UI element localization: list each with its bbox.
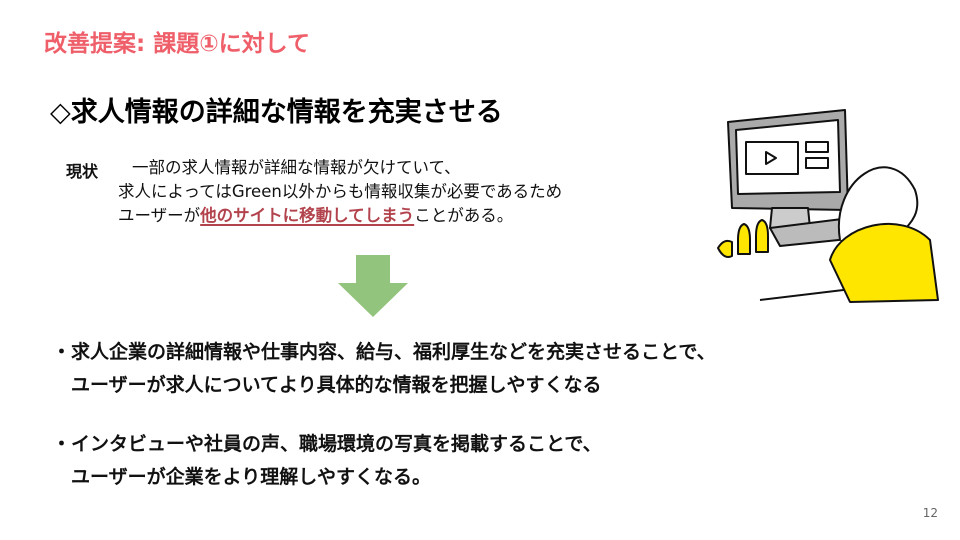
down-arrow-icon: [338, 255, 408, 317]
status-line-3-pre: ユーザーが: [118, 206, 201, 225]
status-line-3-post: ことがある。: [414, 206, 514, 225]
status-line-1: 一部の求人情報が詳細な情報が欠けていて、: [132, 158, 461, 177]
status-line-2: 求人によってはGreen以外からも情報収集が必要であるため: [118, 182, 563, 201]
bullet-2-line-2: ユーザーが企業をより理解しやすくなる。: [52, 466, 432, 488]
person-at-computer-illustration: [717, 109, 939, 303]
slide-title: 改善提案: 課題①に対して: [44, 31, 310, 57]
page-number: 12: [922, 506, 938, 520]
status-label: 現状: [66, 162, 99, 181]
bullet-1-line-2: ユーザーが求人についてより具体的な情報を把握しやすくなる: [52, 374, 602, 396]
bullet-1-line-1: ・求人企業の詳細情報や仕事内容、給与、福利厚生などを充実させることで、: [52, 341, 716, 363]
bullet-2-line-1: ・インタビューや社員の声、職場環境の写真を掲載することで、: [52, 433, 602, 455]
status-line-3: ユーザーが他のサイトに移動してしまうことがある。: [118, 204, 513, 228]
bullet-2: ・インタビューや社員の声、職場環境の写真を掲載することで、 ユーザーが企業をより…: [52, 428, 602, 494]
section-heading: ◇求人情報の詳細な情報を充実させる: [50, 97, 503, 128]
status-highlight: 他のサイトに移動してしまう: [200, 206, 415, 225]
bullet-1: ・求人企業の詳細情報や仕事内容、給与、福利厚生などを充実させることで、 ユーザー…: [52, 336, 716, 402]
